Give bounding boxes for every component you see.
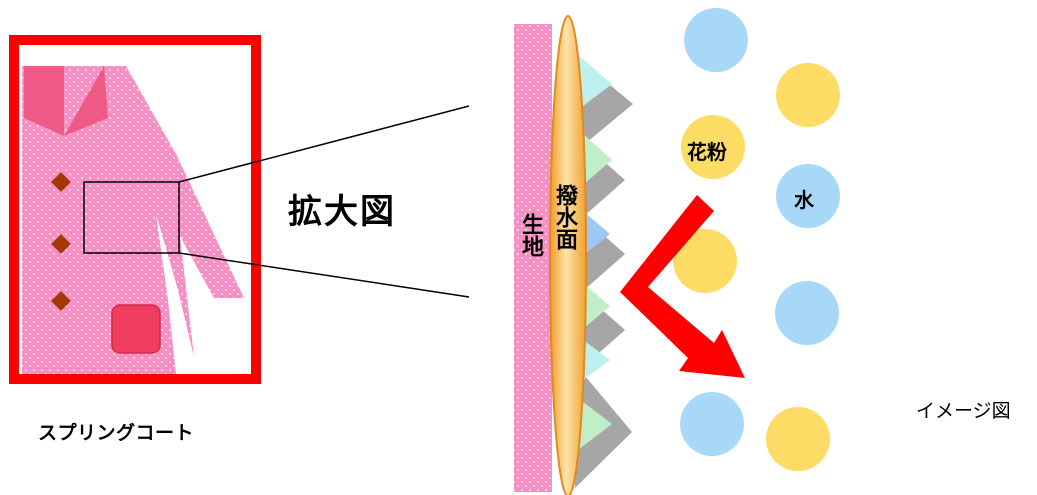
pollen-particle: [766, 407, 830, 471]
coat-illustration: [9, 35, 261, 384]
deflect-arrow: [620, 195, 745, 378]
pollen-particle: [681, 115, 745, 179]
coat-collar-right: [64, 66, 108, 136]
zoom-box: [83, 181, 180, 254]
pollen-particle: [673, 229, 737, 293]
pollen-label: 花粉: [687, 140, 727, 164]
repellent-label: 撥水面: [552, 184, 577, 250]
pollen-particle: [776, 63, 840, 127]
fabric-label: 生地: [518, 213, 543, 257]
coat-slit: [156, 214, 198, 374]
water-particle: [684, 8, 748, 72]
repellent-coating: [549, 15, 587, 495]
zoom-line-bottom: [178, 252, 470, 298]
water-particle: [680, 392, 744, 456]
coat-frame: [9, 35, 261, 384]
coat-collar: [24, 66, 64, 136]
water-label: 水: [794, 188, 814, 212]
zoom-title: 拡大図: [288, 192, 396, 232]
coat-caption: スプリングコート: [38, 422, 195, 444]
coat-body: [22, 66, 244, 374]
zoom-line-top: [178, 105, 470, 183]
water-particle: [776, 164, 840, 228]
coat-pocket: [111, 304, 161, 354]
coat-button-3: [51, 291, 71, 311]
fabric-strip: [514, 24, 552, 492]
particles: [673, 8, 840, 471]
image-caption: イメージ図: [916, 400, 1011, 422]
water-particle: [775, 281, 839, 345]
